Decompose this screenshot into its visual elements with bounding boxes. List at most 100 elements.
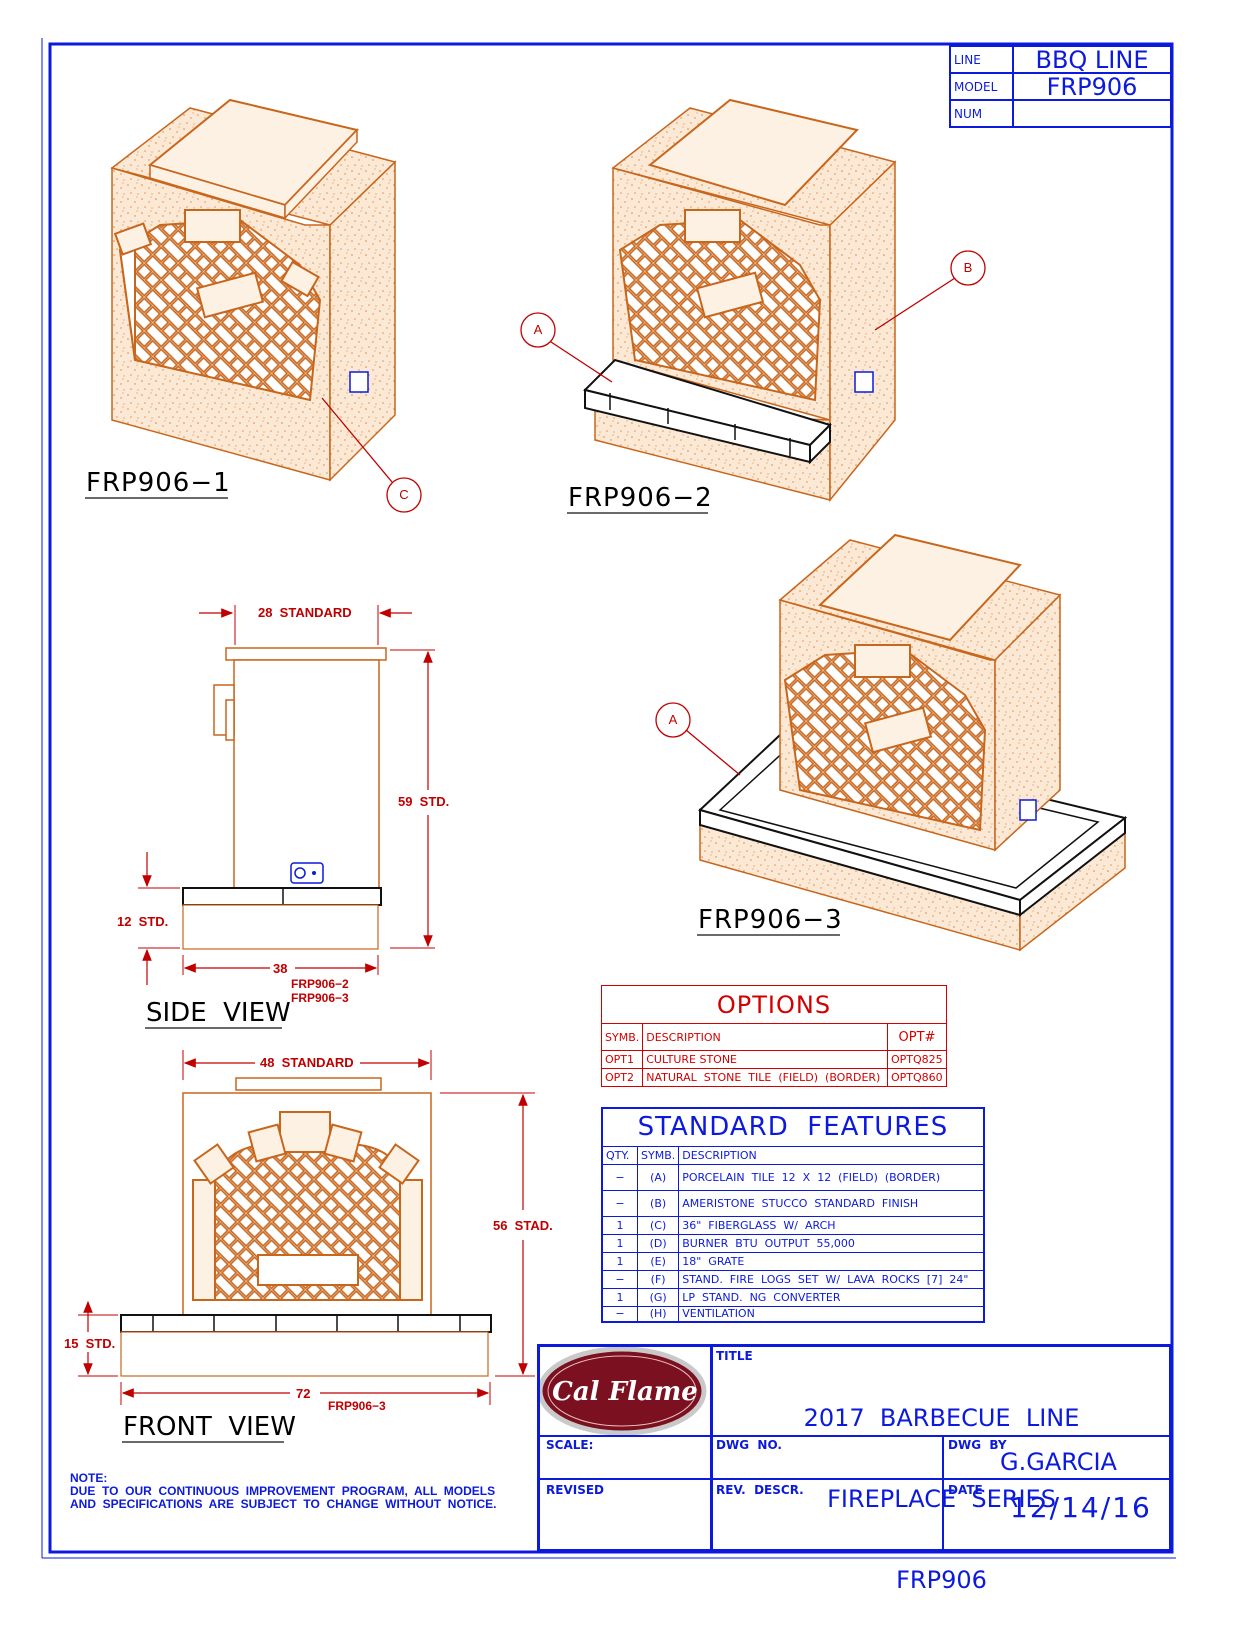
options-table: OPTIONS SYMB. DESCRIPTION OPT# OPT1 CULT… <box>600 985 947 1087</box>
callout-a2-circle <box>655 702 691 738</box>
features-cell: 36" FIBERGLASS W/ ARCH <box>678 1215 985 1235</box>
iso-view-2 <box>583 98 897 503</box>
options-cell: OPT2 <box>600 1068 644 1087</box>
features-row: − (H) VENTILATION <box>601 1305 985 1323</box>
side-view <box>138 605 435 985</box>
model-value: FRP906 <box>1012 72 1172 101</box>
title-block: Cal Flame TITLE 2017 BARBECUE LINE FIREP… <box>537 1344 1172 1594</box>
features-cell: (E) <box>636 1251 680 1271</box>
dim-front-height: 56 STAD. <box>493 1218 553 1233</box>
dwg-by-label: DWG BY <box>948 1438 1007 1452</box>
line-label: LINE <box>949 45 1014 74</box>
features-row: 1 (C) 36" FIBERGLASS W/ ARCH <box>601 1215 985 1235</box>
title-line-3: FRP906 <box>896 1566 987 1594</box>
options-cell: OPTQ825 <box>887 1050 947 1069</box>
options-header-description: DESCRIPTION <box>642 1023 888 1051</box>
sheet-border <box>48 42 1174 1554</box>
note-line-1: DUE TO OUR CONTINUOUS IMPROVEMENT PROGRA… <box>70 1484 496 1498</box>
features-cell: (H) <box>636 1305 680 1323</box>
options-header-symb: SYMB. <box>600 1023 644 1051</box>
standard-features-table: STANDARD FEATURES QTY. SYMB. DESCRIPTION… <box>601 1107 985 1323</box>
callout-a1: A <box>533 322 543 337</box>
features-cell: AMERISTONE STUCCO STANDARD FINISH <box>678 1189 985 1217</box>
features-cell: 1 <box>601 1251 638 1271</box>
header-block: LINE BBQ LINE MODEL FRP906 NUM <box>949 45 1172 128</box>
iso-view-2-label: FRP906−2 <box>568 483 713 513</box>
line-value: BBQ LINE <box>1012 45 1172 74</box>
callout-b: B <box>963 260 973 275</box>
iso-view-3-label: FRP906−3 <box>698 905 843 935</box>
dim-side-base-height: 12 STD. <box>117 914 169 929</box>
features-cell: − <box>601 1269 638 1289</box>
features-row: 1 (G) LP STAND. NG CONVERTER <box>601 1287 985 1307</box>
title-label: TITLE <box>716 1349 753 1363</box>
features-row: − (A) PORCELAIN TILE 12 X 12 (FIELD) (BO… <box>601 1163 985 1191</box>
num-value <box>1012 99 1172 128</box>
dim-side-height: 59 STD. <box>398 794 450 809</box>
features-cell: − <box>601 1163 638 1191</box>
features-cell: PORCELAIN TILE 12 X 12 (FIELD) (BORDER) <box>678 1163 985 1191</box>
features-row: − (B) AMERISTONE STUCCO STANDARD FINISH <box>601 1189 985 1217</box>
dim-side-note-2: FRP906−3 <box>291 991 349 1005</box>
options-cell: NATURAL STONE TILE (FIELD) (BORDER) <box>642 1068 888 1087</box>
dwg-no-label: DWG NO. <box>716 1438 782 1452</box>
features-row: 1 (D) BURNER BTU OUTPUT 55,000 <box>601 1233 985 1253</box>
dim-front-note: FRP906−3 <box>328 1399 386 1413</box>
title-line-2: FIREPLACE SERIES <box>827 1485 1056 1513</box>
title-text: 2017 BARBECUE LINE FIREPLACE SERIES FRP9… <box>713 1351 1170 1648</box>
features-cell: 1 <box>601 1287 638 1307</box>
title-line-1: 2017 BARBECUE LINE <box>803 1404 1080 1432</box>
dwg-by-value: G.GARCIA <box>1000 1448 1117 1476</box>
options-cell: OPT1 <box>600 1050 644 1069</box>
features-header-symb: SYMB. <box>636 1145 680 1165</box>
features-header-qty: QTY. <box>601 1145 638 1165</box>
logo-oval <box>537 1346 707 1436</box>
features-row: 1 (E) 18" GRATE <box>601 1251 985 1271</box>
features-cell: BURNER BTU OUTPUT 55,000 <box>678 1233 985 1253</box>
iso-view-1-label: FRP906−1 <box>86 468 231 498</box>
drawing-sheet <box>41 38 1176 1559</box>
options-header-opt: OPT# <box>887 1023 947 1051</box>
options-row: OPT2 NATURAL STONE TILE (FIELD) (BORDER)… <box>600 1068 947 1087</box>
options-cell: CULTURE STONE <box>642 1050 888 1069</box>
date-label: DATE <box>948 1483 983 1497</box>
features-cell: STAND. FIRE LOGS SET W/ LAVA ROCKS [7] 2… <box>678 1269 985 1289</box>
callout-b-circle <box>950 250 986 286</box>
features-cell: (D) <box>636 1233 680 1253</box>
features-row: − (F) STAND. FIRE LOGS SET W/ LAVA ROCKS… <box>601 1269 985 1289</box>
num-label: NUM <box>949 99 1014 128</box>
callout-a1-circle <box>520 312 556 348</box>
revised-label: REVISED <box>546 1483 604 1497</box>
iso-view-3 <box>698 533 1128 952</box>
dim-front-base-width: 72 <box>296 1386 311 1401</box>
callout-c-circle <box>386 477 422 513</box>
dim-side-top-width: 28 STANDARD <box>258 605 352 620</box>
note-block: NOTE: DUE TO OUR CONTINUOUS IMPROVEMENT … <box>70 1472 496 1511</box>
features-cell: (A) <box>636 1163 680 1191</box>
features-cell: VENTILATION <box>678 1305 985 1323</box>
features-cell: (B) <box>636 1189 680 1217</box>
options-cell: OPTQ860 <box>887 1068 947 1087</box>
callout-a2: A <box>668 712 678 727</box>
features-cell: (G) <box>636 1287 680 1307</box>
callout-c: C <box>399 487 409 502</box>
features-cell: − <box>601 1305 638 1323</box>
features-cell: (C) <box>636 1215 680 1235</box>
options-title: OPTIONS <box>601 985 947 1024</box>
standard-features-title: STANDARD FEATURES <box>601 1107 985 1147</box>
features-cell: 18" GRATE <box>678 1251 985 1271</box>
cal-flame-logo: Cal Flame <box>552 1377 698 1407</box>
features-header-description: DESCRIPTION <box>678 1145 985 1165</box>
dim-front-base-height: 15 STD. <box>64 1336 116 1351</box>
model-label: MODEL <box>949 72 1014 101</box>
dim-side-note-1: FRP906−2 <box>291 977 349 991</box>
note-line-2: AND SPECIFICATIONS ARE SUBJECT TO CHANGE… <box>70 1497 497 1511</box>
front-view-label: FRONT VIEW <box>123 1412 296 1442</box>
rev-descr-label: REV. DESCR. <box>716 1483 804 1497</box>
options-row: OPT1 CULTURE STONE OPTQ825 <box>600 1050 947 1069</box>
dim-front-top-width: 48 STANDARD <box>260 1055 354 1070</box>
dim-side-base-width: 38 <box>273 961 288 976</box>
features-cell: (F) <box>636 1269 680 1289</box>
features-cell: − <box>601 1189 638 1217</box>
features-cell: 1 <box>601 1233 638 1253</box>
